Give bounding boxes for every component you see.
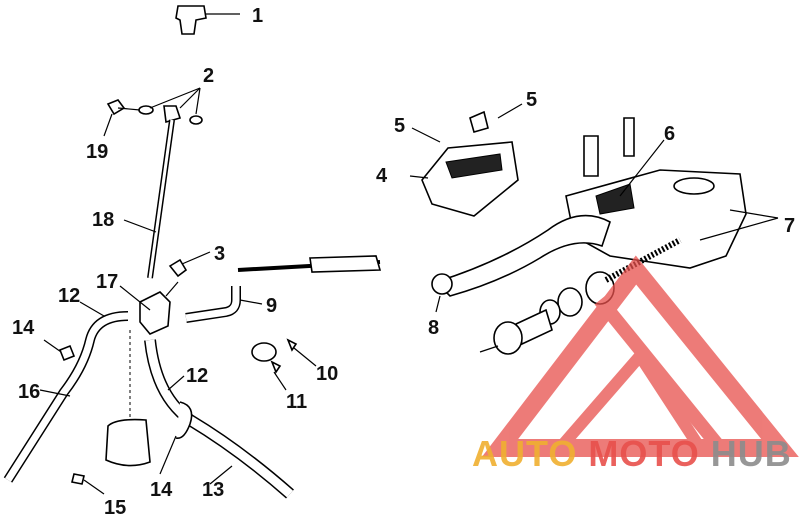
watermark-hub: HUB — [711, 433, 792, 474]
watermark-text: AUTO MOTO HUB — [472, 433, 792, 474]
master-cylinder-body — [565, 117, 779, 269]
callout-17: 17 — [96, 271, 118, 293]
callout-12a: 12 — [58, 285, 80, 307]
brake-line-18 — [123, 119, 175, 279]
watermark-moto: MOTO — [588, 433, 699, 474]
callout-19: 19 — [86, 141, 108, 163]
junction-block — [119, 281, 179, 335]
svg-text:AUTO MOTO HUB: AUTO MOTO HUB — [472, 433, 792, 474]
hose-clamp — [251, 338, 317, 391]
callout-1: 1 — [252, 5, 263, 27]
callout-15: 15 — [104, 497, 126, 517]
banjo-bolt-assembly — [103, 87, 203, 137]
callout-5a: 5 — [394, 115, 405, 137]
piston-assembly — [479, 237, 682, 355]
mounting-plate — [71, 330, 151, 495]
callout-3: 3 — [214, 243, 225, 265]
fitting-3 — [168, 251, 211, 278]
callout-5b: 5 — [526, 89, 537, 111]
callout-7: 7 — [784, 215, 795, 237]
callout-2: 2 — [203, 65, 214, 87]
hose-12-13 — [144, 339, 294, 499]
brake-lever — [431, 214, 611, 313]
callout-10: 10 — [316, 363, 338, 385]
tee-fitting — [175, 5, 240, 35]
callout-8: 8 — [428, 317, 439, 339]
hose-12-left — [3, 301, 129, 483]
callout-4: 4 — [376, 165, 388, 187]
hose-9 — [185, 255, 382, 323]
callout-11: 11 — [286, 391, 307, 413]
callout-14b: 14 — [150, 479, 173, 501]
callout-6: 6 — [664, 123, 675, 145]
watermark-auto: AUTO — [472, 433, 577, 474]
callout-12b: 12 — [186, 365, 208, 387]
watermark-logo-icon — [481, 255, 799, 457]
callout-14a: 14 — [12, 317, 35, 339]
callout-labels: 1 2 3 4 5 5 6 7 8 9 10 11 12 12 13 14 14… — [12, 5, 795, 517]
reservoir-cover — [409, 103, 523, 217]
callout-18: 18 — [92, 209, 114, 231]
callout-16: 16 — [18, 381, 40, 403]
callout-13: 13 — [202, 479, 224, 501]
callout-9: 9 — [266, 295, 277, 317]
